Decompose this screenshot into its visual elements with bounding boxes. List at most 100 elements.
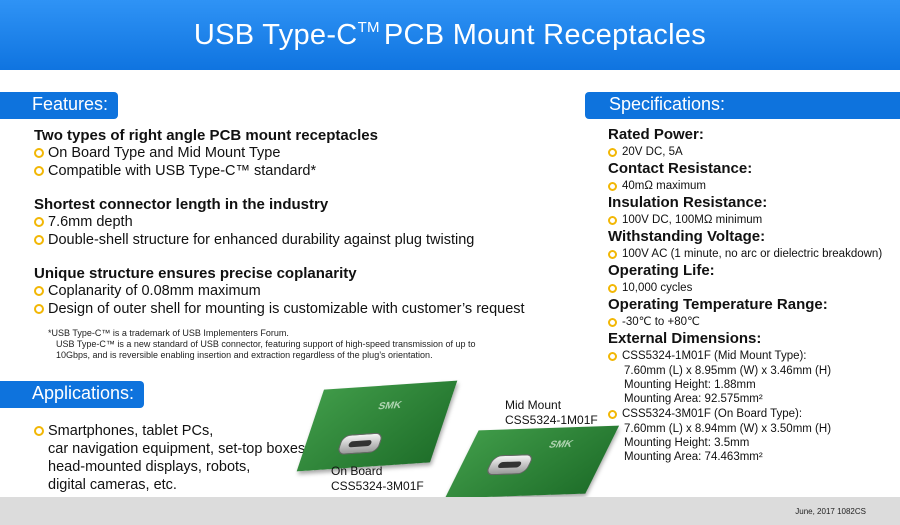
feature-group: Unique structure ensures precise coplana… [34,265,594,318]
footnote-description-cont: 10Gbps, and is reversible enabling inser… [56,350,433,360]
features-tab: Features: [0,92,119,119]
feature-item-text: Design of outer shell for mounting is cu… [48,301,525,317]
spec-item-dimensions: External Dimensions: CSS5324-1M01F (Mid … [608,330,900,464]
footer-bar [0,497,900,525]
features-list: Two types of right angle PCB mount recep… [34,127,594,361]
bullet-icon [608,249,617,259]
dimension-line: 7.60mm (L) x 8.94mm (W) x 3.50mm (H) [624,423,832,435]
spec-value-row: 20V DC, 5A [608,144,900,160]
dimension-line: Mounting Height: 3.5mm [624,437,750,449]
application-text: car navigation equipment, set-top boxes, [48,441,310,457]
feature-item-text: Double-shell structure for enhanced dura… [48,232,475,248]
specifications-list: Rated Power: 20V DC, 5A Contact Resistan… [608,126,900,464]
spec-value-row: CSS5324-1M01F (Mid Mount Type): [608,348,900,364]
footnote: *USB Type-C™ is a trademark of USB Imple… [48,328,594,361]
bullet-icon [34,235,44,245]
bullet-icon [608,181,617,191]
spec-item: Withstanding Voltage: 100V AC (1 minute,… [608,228,900,262]
spec-value-row: 100V DC, 100MΩ minimum [608,212,900,228]
feature-item-text: On Board Type and Mid Mount Type [48,145,281,161]
on-board-pcb-image: SMK [296,380,458,472]
usb-c-connector-icon [336,432,384,456]
bullet-icon [608,317,617,327]
spec-name: Rated Power: [608,126,704,143]
dimension-line: Mounting Area: 92.575mm² [624,393,763,405]
spec-name: Insulation Resistance: [608,194,768,211]
bullet-icon [34,166,44,176]
spec-name: Contact Resistance: [608,160,753,177]
mid-mount-model: CSS5324-1M01F [505,413,598,427]
bullet-icon [34,426,44,436]
feature-group: Shortest connector length in the industr… [34,196,594,249]
spec-value-row: CSS5324-3M01F (On Board Type): [608,406,900,422]
feature-heading: Unique structure ensures precise coplana… [34,265,357,282]
bullet-icon [34,217,44,227]
bullet-icon [608,215,617,225]
bullet-icon [608,409,617,419]
dimension-line: CSS5324-3M01F (On Board Type): [622,408,803,420]
spec-value: 40mΩ maximum [622,180,706,192]
spec-value: 10,000 cycles [622,282,693,294]
spec-name: External Dimensions: [608,330,762,347]
spec-item: Insulation Resistance: 100V DC, 100MΩ mi… [608,194,900,228]
mid-mount-label: Mid Mount [505,398,562,412]
feature-group: Two types of right angle PCB mount recep… [34,127,594,180]
spec-value: 20V DC, 5A [622,146,683,158]
footer-date: June, 2017 1082CS [795,507,866,516]
title-rest: PCB Mount Receptacles [383,18,707,51]
spec-value: 100V AC (1 minute, no arc or dielectric … [622,248,883,260]
spec-value: -30℃ to +80℃ [622,316,700,328]
bullet-icon [608,147,617,157]
specifications-tab: Specifications: [585,92,900,119]
dimension-line: CSS5324-1M01F (Mid Mount Type): [622,350,807,362]
on-board-caption: On Board CSS5324-3M01F [331,464,424,494]
feature-item-text: 7.6mm depth [48,214,133,230]
spec-item: Contact Resistance: 40mΩ maximum [608,160,900,194]
spec-value-row: -30℃ to +80℃ [608,314,900,330]
feature-item-text: Coplanarity of 0.08mm maximum [48,283,261,299]
spec-name: Operating Life: [608,262,715,279]
application-text: digital cameras, etc. [48,477,177,493]
feature-item: Double-shell structure for enhanced dura… [34,231,594,249]
spec-name: Operating Temperature Range: [608,296,828,313]
footnote-description: USB Type-C™ is a new standard of USB con… [56,339,476,349]
feature-item: Coplanarity of 0.08mm maximum [34,282,594,300]
feature-item: Design of outer shell for mounting is cu… [34,300,594,318]
feature-item: Compatible with USB Type-C™ standard* [34,162,594,180]
feature-item: 7.6mm depth [34,213,594,231]
feature-heading: Two types of right angle PCB mount recep… [34,127,378,144]
bullet-icon [34,148,44,158]
bullet-icon [34,286,44,296]
dimension-line: Mounting Area: 74.463mm² [624,451,763,463]
mid-mount-pcb-image: SMK [444,425,620,499]
smk-logo: SMK [546,438,575,451]
application-item: Smartphones, tablet PCs, [34,422,344,440]
on-board-label: On Board [331,464,383,478]
spec-item: Operating Life: 10,000 cycles [608,262,900,296]
spec-value-row: 100V AC (1 minute, no arc or dielectric … [608,246,900,262]
mid-mount-caption: Mid Mount CSS5324-1M01F [505,398,598,428]
application-text: Smartphones, tablet PCs, [48,423,214,439]
applications-list: Smartphones, tablet PCs, car navigation … [34,422,344,494]
usb-c-connector-icon [484,454,535,476]
feature-item-text: Compatible with USB Type-C™ standard* [48,163,317,179]
application-text: head-mounted displays, robots, [48,459,251,475]
smk-logo: SMK [376,399,404,413]
spec-value-row: 40mΩ maximum [608,178,900,194]
spec-value-row: 10,000 cycles [608,280,900,296]
spec-item: Rated Power: 20V DC, 5A [608,126,900,160]
feature-heading: Shortest connector length in the industr… [34,196,329,213]
feature-item: On Board Type and Mid Mount Type [34,144,594,162]
bullet-icon [34,304,44,314]
title-main: USB Type-C [193,18,358,51]
spec-item: Operating Temperature Range: -30℃ to +80… [608,296,900,330]
applications-tab: Applications: [0,381,145,408]
trademark-sup: TM [357,18,380,36]
spec-value: 100V DC, 100MΩ minimum [622,214,763,226]
on-board-model: CSS5324-3M01F [331,479,424,493]
bullet-icon [608,283,617,293]
spec-name: Withstanding Voltage: [608,228,766,245]
dimension-line: Mounting Height: 1.88mm [624,379,756,391]
